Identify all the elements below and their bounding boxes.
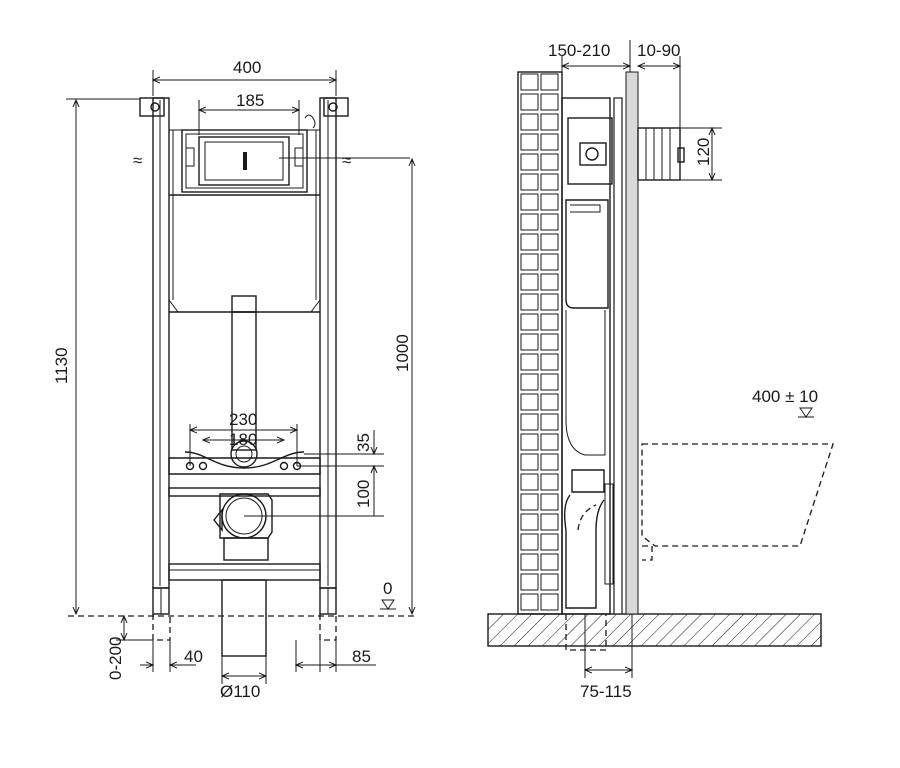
dim-wall-gap: 150-210 — [548, 41, 610, 60]
bolt-hole — [198, 461, 208, 471]
dim-floor-offset: 75-115 — [580, 682, 632, 701]
brick — [520, 393, 539, 411]
brick — [540, 173, 559, 191]
brick — [540, 333, 559, 351]
dim-bolt-offset: 35 — [354, 433, 373, 452]
brick — [540, 233, 559, 251]
dim-foot-left: 40 — [184, 647, 203, 666]
brick — [520, 573, 539, 591]
brick — [540, 113, 559, 131]
brick — [520, 373, 539, 391]
brick — [520, 453, 539, 471]
brick — [540, 273, 559, 291]
flush-pipe — [231, 311, 257, 451]
dim-tank-height: 1000 — [393, 334, 412, 372]
dim-bowl-height: 400 ± 10 — [752, 387, 818, 406]
brick — [540, 133, 559, 151]
brick — [540, 473, 559, 491]
brick — [520, 133, 539, 151]
brick — [540, 533, 559, 551]
flush-valve — [243, 152, 247, 170]
dim-pipe-offset: 100 — [354, 480, 373, 508]
cistern-side — [565, 199, 609, 309]
side-frame — [561, 97, 611, 615]
brick — [520, 553, 539, 571]
dim-inner-bolts: 180 — [229, 430, 257, 449]
brick — [540, 513, 559, 531]
brick — [520, 113, 539, 131]
side-view: 150-210 10-90 120 400 ± 10 75-115 — [487, 40, 834, 701]
toilet-bowl-outline — [641, 443, 834, 547]
brick — [540, 493, 559, 511]
brick — [540, 153, 559, 171]
brick — [520, 213, 539, 231]
brick — [520, 293, 539, 311]
brick — [520, 593, 539, 611]
brick — [540, 213, 559, 231]
brick — [520, 433, 539, 451]
drain-bend — [563, 494, 605, 609]
brick — [540, 593, 559, 611]
brick — [540, 353, 559, 371]
brick — [540, 373, 559, 391]
brick — [520, 533, 539, 551]
dim-frame-width: 400 — [233, 58, 261, 77]
water-inlet-left-icon: ≈ — [133, 151, 142, 170]
brick — [540, 413, 559, 431]
brick — [540, 453, 559, 471]
brick — [540, 253, 559, 271]
brick — [520, 513, 539, 531]
brick — [520, 353, 539, 371]
brick — [540, 73, 559, 91]
front-view: ≈ ≈ — [52, 58, 415, 701]
brick — [520, 333, 539, 351]
level-triangle-icon — [799, 407, 813, 418]
brick — [540, 433, 559, 451]
brick — [540, 573, 559, 591]
dim-total-height: 1130 — [52, 347, 71, 384]
floor-slab — [487, 613, 822, 647]
dim-drain-diameter: Ø110 — [220, 682, 260, 701]
level-triangle-icon — [381, 599, 395, 610]
dim-tank-width: 185 — [236, 91, 264, 110]
brick — [540, 393, 559, 411]
water-inlet-right-icon: ≈ — [342, 151, 351, 170]
dim-outer-bolts: 230 — [229, 410, 257, 429]
dim-connector-height: 120 — [694, 138, 713, 166]
brick — [520, 153, 539, 171]
brick — [520, 313, 539, 331]
dim-foot-height: 0-200 — [106, 637, 125, 680]
brick — [520, 473, 539, 491]
water-connector — [637, 127, 681, 181]
brick — [540, 313, 559, 331]
brick — [540, 553, 559, 571]
dim-foot-right: 85 — [352, 647, 371, 666]
brick — [520, 173, 539, 191]
brick — [520, 253, 539, 271]
flush-plate-frame — [181, 129, 308, 193]
zero-label: 0 — [383, 579, 392, 598]
left-upright — [152, 97, 170, 589]
cistern-body — [168, 129, 321, 571]
brick — [520, 413, 539, 431]
drain-pipe — [221, 579, 267, 657]
brick — [540, 293, 559, 311]
brick — [520, 273, 539, 291]
dim-panel-thickness: 10-90 — [637, 41, 680, 60]
flush-opening — [198, 136, 290, 186]
brick — [540, 193, 559, 211]
brick — [520, 93, 539, 111]
front-panel — [625, 71, 639, 615]
brick — [520, 73, 539, 91]
bolt-hole — [279, 461, 289, 471]
brick — [540, 93, 559, 111]
brick — [520, 493, 539, 511]
brick — [520, 193, 539, 211]
water-inlet-top-icon — [304, 114, 316, 129]
brick-wall — [517, 71, 563, 615]
brick — [520, 233, 539, 251]
flush-box — [567, 117, 613, 185]
